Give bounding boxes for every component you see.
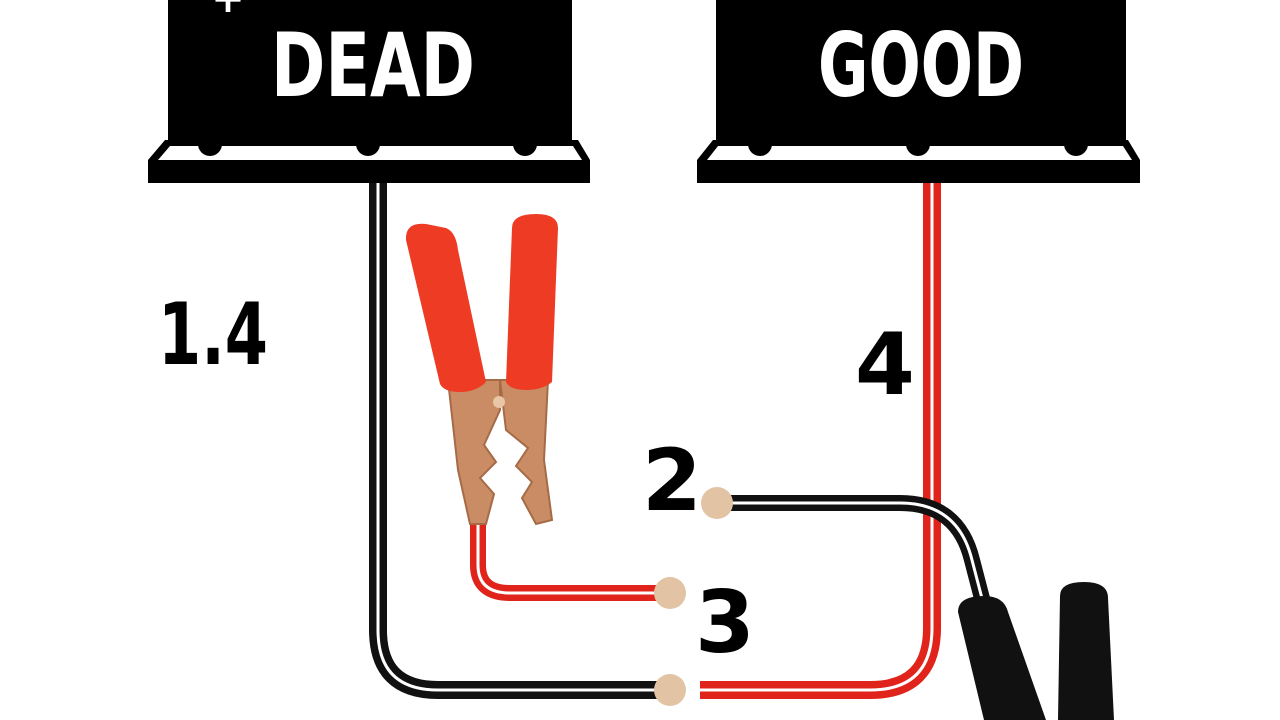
red-clamp [405, 214, 558, 526]
red-clamp-jaw-left [446, 379, 501, 525]
connector-2 [701, 487, 733, 519]
good-battery-foot [906, 132, 930, 156]
dead-battery-body [168, 0, 572, 140]
red-clamp-rivet [493, 396, 505, 408]
good-battery-foot [1064, 132, 1088, 156]
red-clamp-grip-left [405, 223, 486, 392]
red-clamp-jaw-right [498, 379, 554, 526]
dead-battery: + DEAD [148, 0, 590, 183]
good-battery: GOOD [697, 0, 1140, 183]
negative-cable [369, 183, 670, 699]
clamp-red-cable [470, 520, 668, 601]
black-clamp-grip-right [1058, 582, 1114, 720]
dead-battery-foot [513, 132, 537, 156]
good-battery-label: GOOD [818, 14, 1024, 117]
dead-battery-label: DEAD [271, 14, 475, 117]
dead-battery-terminal-mark: + [211, 0, 245, 22]
red-clamp-grip-right [506, 214, 558, 390]
step-label-1-4: 1.4 [158, 285, 268, 385]
clamp-black-cable [730, 495, 993, 613]
connector-3 [654, 577, 686, 609]
dead-battery-foot [198, 132, 222, 156]
good-battery-body [716, 0, 1126, 140]
good-battery-foot [748, 132, 772, 156]
black-clamp [958, 582, 1114, 720]
black-clamp-grip-left [958, 596, 1046, 720]
dead-battery-foot [356, 132, 380, 156]
connector-bottom [654, 674, 686, 706]
positive-cable [700, 183, 941, 699]
step-label-4: 4 [855, 315, 915, 415]
step-label-2: 2 [642, 431, 702, 531]
step-label-3: 3 [695, 573, 755, 673]
